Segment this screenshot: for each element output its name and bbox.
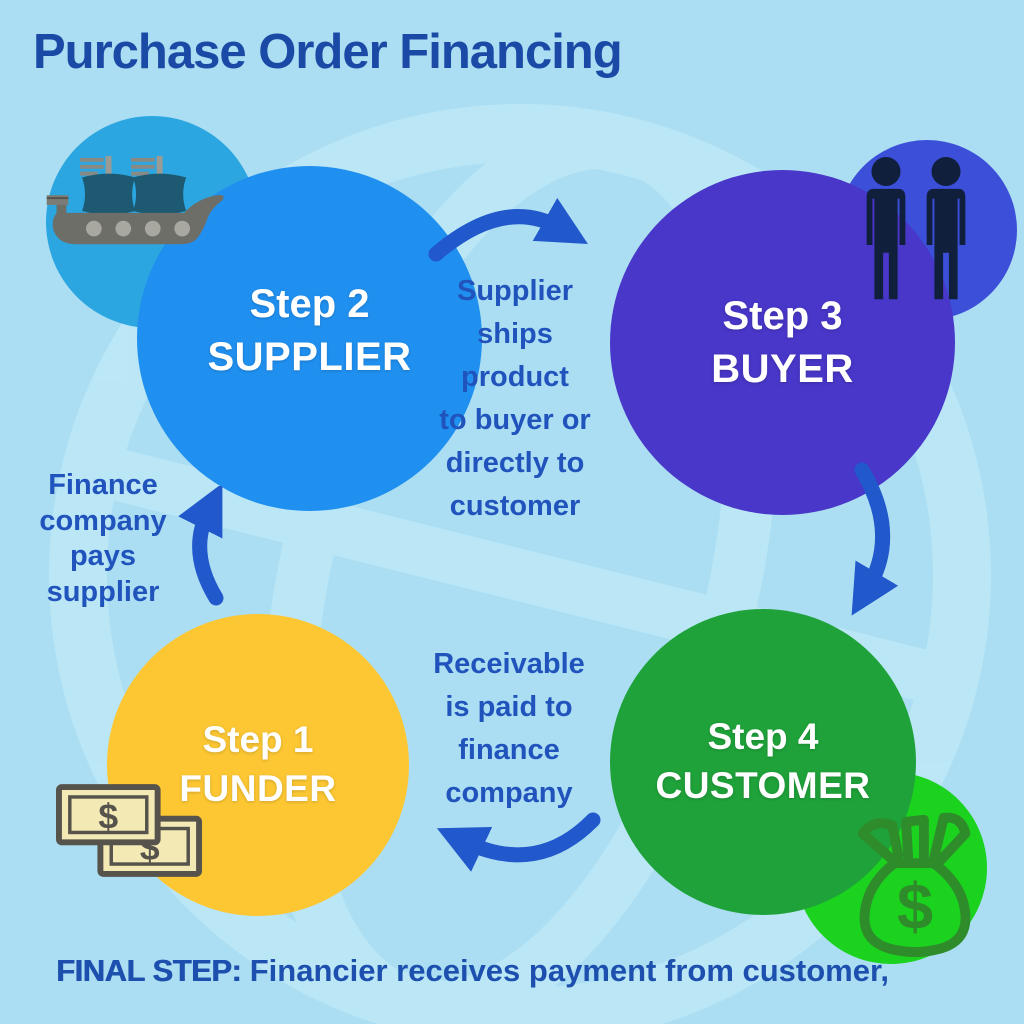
svg-text:$: $ — [897, 869, 933, 942]
two-buyers-icon — [866, 156, 966, 300]
label-line: ships — [477, 318, 553, 350]
supplier-circle: Step 2 SUPPLIER — [137, 166, 482, 511]
final-step-text: Financier receives payment from customer… — [249, 953, 889, 988]
customer-circle: Step 4 CUSTOMER — [610, 609, 916, 915]
label-line: customer — [449, 490, 581, 522]
funder-step-number: Step 1 — [202, 719, 314, 761]
label-line: Receivable — [433, 648, 585, 680]
customer-role: CUSTOMER — [655, 765, 871, 806]
curved-arrow-supplier-to-buyer-icon — [428, 197, 588, 262]
final-step-caption: FINAL STEP: Financier receives payment f… — [56, 953, 986, 989]
buyer-circle: Step 3 BUYER — [610, 170, 955, 515]
label-line: supplier — [46, 575, 160, 608]
label-receivable-paid: Receivable is paid to finance company — [403, 643, 615, 815]
cargo-ship-icon — [46, 155, 224, 245]
dollar-bills-icon: $ $ — [56, 784, 203, 877]
money-bag-icon: $ — [857, 812, 971, 958]
label-line: is paid to — [445, 691, 573, 723]
curved-arrow-customer-to-funder-icon — [436, 812, 601, 872]
buyer-step-number: Step 3 — [722, 293, 843, 338]
svg-text:$: $ — [98, 797, 118, 837]
label-line: directly to — [445, 447, 585, 479]
final-step-label: FINAL STEP: — [56, 953, 242, 988]
label-line: product — [461, 361, 569, 393]
curved-arrow-buyer-to-customer-icon — [851, 462, 899, 616]
supplier-role: SUPPLIER — [207, 334, 412, 379]
label-line: Finance — [48, 469, 158, 501]
label-line: pays — [69, 540, 137, 572]
supplier-step-number: Step 2 — [249, 281, 370, 326]
page-title: Purchase Order Financing — [33, 25, 623, 79]
buyer-role: BUYER — [711, 346, 854, 391]
label-finance-pays-supplier: Finance company pays supplier — [18, 468, 188, 610]
funder-role: FUNDER — [179, 768, 337, 809]
label-supplier-ships-product: Supplier ships product to buyer or direc… — [412, 270, 618, 528]
label-line: to buyer or — [439, 404, 591, 436]
customer-step-number: Step 4 — [707, 716, 819, 758]
label-line: Supplier — [456, 275, 573, 307]
label-line: company — [39, 504, 167, 537]
label-line: company — [445, 777, 573, 809]
curved-arrow-funder-to-supplier-icon — [178, 486, 224, 606]
label-line: finance — [458, 734, 560, 766]
